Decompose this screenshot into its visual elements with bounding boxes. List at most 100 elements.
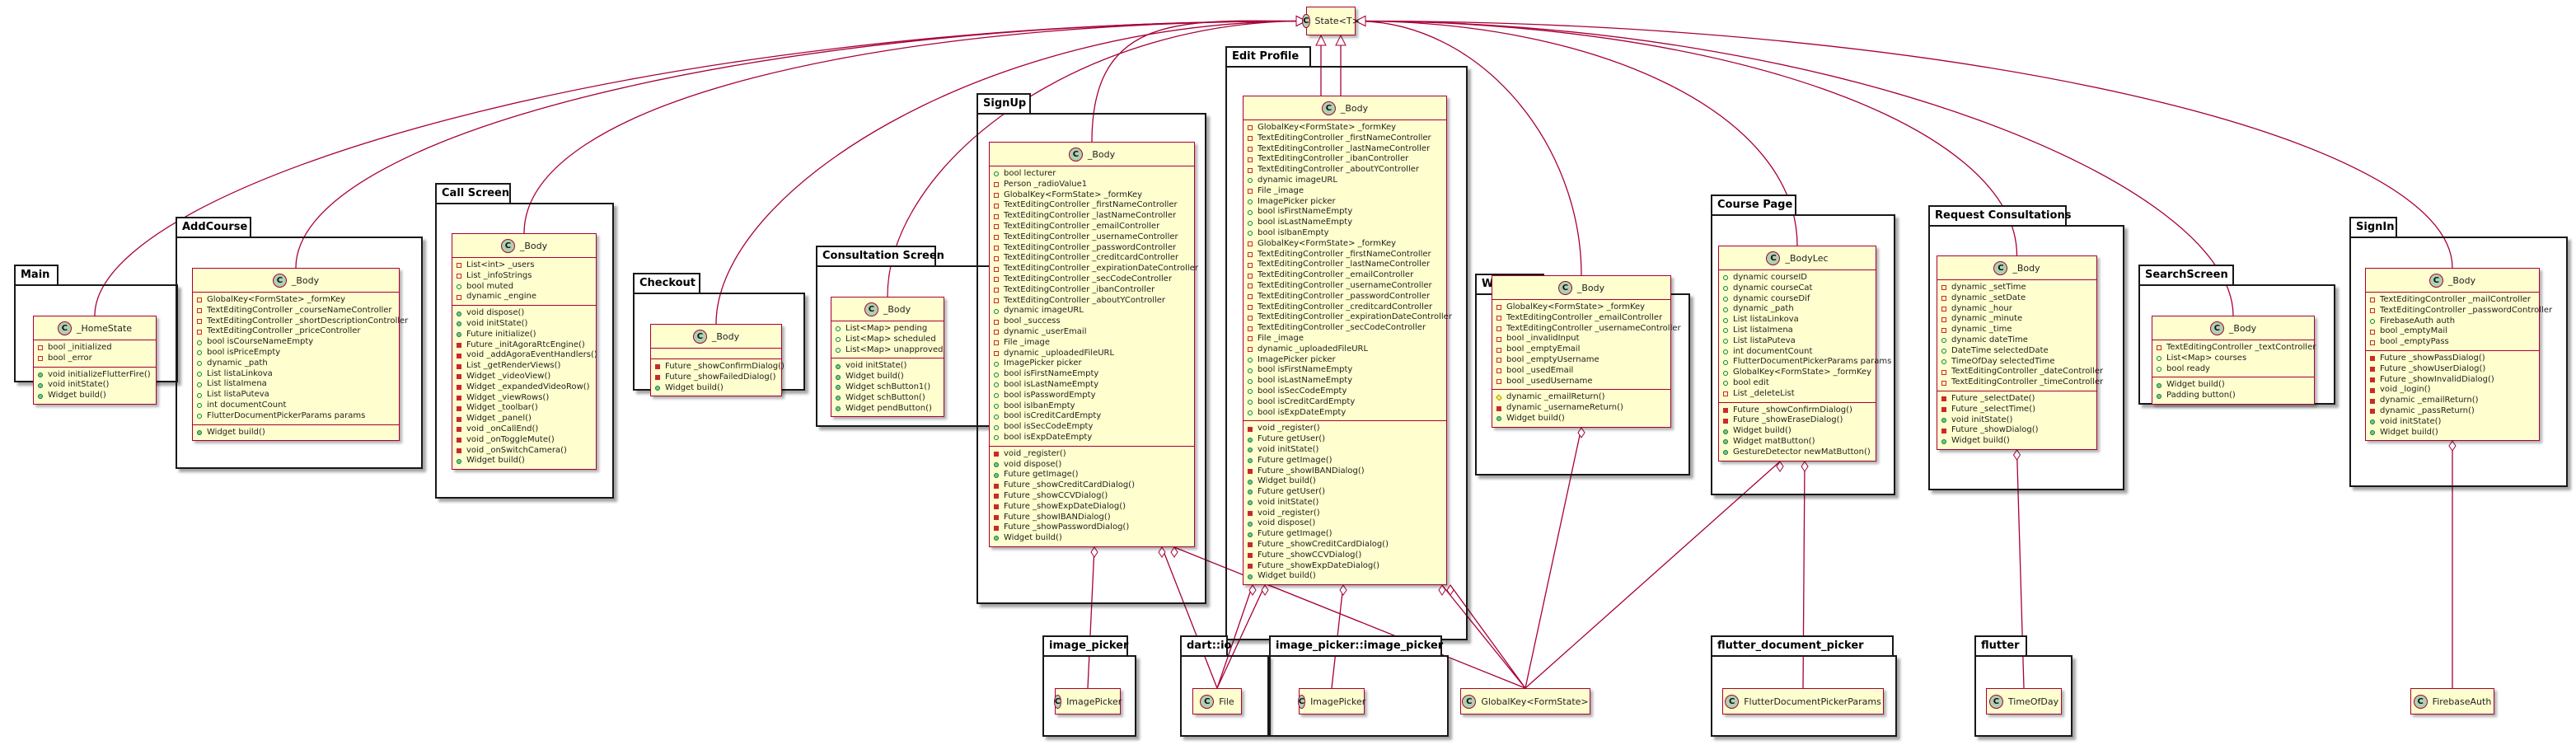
public-icon xyxy=(1723,328,1728,334)
class-field: bool isFirstNameEmpty xyxy=(1244,207,1446,218)
public-icon xyxy=(2157,393,2161,399)
field-text: List<Map> scheduled xyxy=(845,334,936,344)
field-text: dynamic imageURL xyxy=(1004,306,1084,316)
field-text: bool isFirstNameEmpty xyxy=(1258,365,1353,375)
package-tab-main: Main xyxy=(14,265,59,284)
aggregation-diamond xyxy=(1248,584,1257,596)
class-method: void dispose() xyxy=(452,308,596,319)
package-signup xyxy=(977,113,1206,604)
public-icon xyxy=(38,372,43,377)
package-tab-editprofile: Edit Profile xyxy=(1225,46,1311,66)
class-field: TextEditingController _secCodeController xyxy=(1244,323,1446,334)
method-text: Future getImage() xyxy=(1004,470,1079,480)
class-field: bool _usedEmail xyxy=(1492,366,1670,377)
private-icon xyxy=(994,235,999,241)
class-methods: Future _showPassDialog()Future _showUser… xyxy=(2366,351,2539,440)
public-icon xyxy=(197,429,202,435)
public-icon xyxy=(1248,479,1253,485)
class-name: FirebaseAuth xyxy=(2432,696,2492,707)
class-field: GlobalKey<FormState> _formKey xyxy=(1244,239,1446,250)
public-icon xyxy=(1723,286,1728,292)
class-field: bool isExpDateEmpty xyxy=(1244,408,1446,419)
method-text: Widget _videoView() xyxy=(466,371,551,381)
private-icon xyxy=(38,345,43,351)
private-icon xyxy=(994,504,999,510)
field-text: TextEditingController _creditcardControl… xyxy=(1258,302,1433,312)
method-text: Widget build() xyxy=(2380,427,2438,437)
private-icon xyxy=(1496,326,1501,331)
class-method: Widget _panel() xyxy=(452,414,596,424)
field-text: TextEditingController _ibanController xyxy=(1004,284,1155,294)
aggregation-edge xyxy=(1441,584,1526,689)
class-method: void _onCallEnd() xyxy=(452,424,596,435)
class-method: dynamic _passReturn() xyxy=(2366,406,2539,417)
class-method: void initializeFlutterFire() xyxy=(34,370,156,381)
class-c-icon: C xyxy=(1321,101,1336,115)
private-icon xyxy=(1496,336,1501,342)
class-field: DateTime selectedDate xyxy=(1937,346,2096,357)
method-text: void initState() xyxy=(1951,415,2013,424)
method-text: void initState() xyxy=(845,361,907,371)
private-icon xyxy=(1248,315,1253,321)
class-name: _BodyLec xyxy=(1785,252,1829,264)
package-tab-flutter_document_picker: flutter_document_picker xyxy=(1711,635,1894,655)
class-name: _Body xyxy=(291,274,320,286)
private-icon xyxy=(994,203,999,209)
class-method: void initState() xyxy=(1937,415,2096,426)
package-signin xyxy=(2349,237,2568,487)
class-name: _Body xyxy=(1576,282,1605,293)
field-text: bool isFirstNameEmpty xyxy=(1004,369,1099,379)
class-method: Future _showCCVDialog() xyxy=(1244,551,1446,561)
package-flutter xyxy=(1974,655,2073,737)
private-icon xyxy=(1941,327,1946,333)
private-icon xyxy=(457,405,461,411)
class-name: _Body xyxy=(711,330,740,342)
class-field: dynamic imageURL xyxy=(990,306,1194,316)
field-text: bool isSecCodeEmpty xyxy=(1004,422,1094,432)
public-icon xyxy=(1723,349,1728,354)
class-field: TextEditingController _aboutYController xyxy=(1244,165,1446,176)
method-text: void _register() xyxy=(1004,448,1066,458)
field-text: dynamic imageURL xyxy=(1258,175,1337,185)
private-icon xyxy=(994,213,999,219)
public-icon xyxy=(197,371,202,377)
class-c-icon: C xyxy=(2209,321,2224,335)
class-field: bool isCreditCardEmpty xyxy=(990,411,1194,422)
field-text: TextEditingController _emailController xyxy=(1506,312,1663,322)
class-field: bool _emptyUsername xyxy=(1492,355,1670,366)
method-text: Widget build() xyxy=(1258,571,1316,581)
class-field: bool isFirstNameEmpty xyxy=(990,369,1194,380)
private-icon xyxy=(457,427,461,433)
class-field: GlobalKey<FormState> _formKey xyxy=(193,295,399,306)
field-text: bool _error xyxy=(48,353,92,363)
class-field: int documentCount xyxy=(193,401,399,411)
package-image_picker_ip xyxy=(1269,655,1449,737)
public-icon xyxy=(457,283,461,289)
public-icon xyxy=(994,361,999,367)
class-method: Widget build() xyxy=(193,428,399,438)
